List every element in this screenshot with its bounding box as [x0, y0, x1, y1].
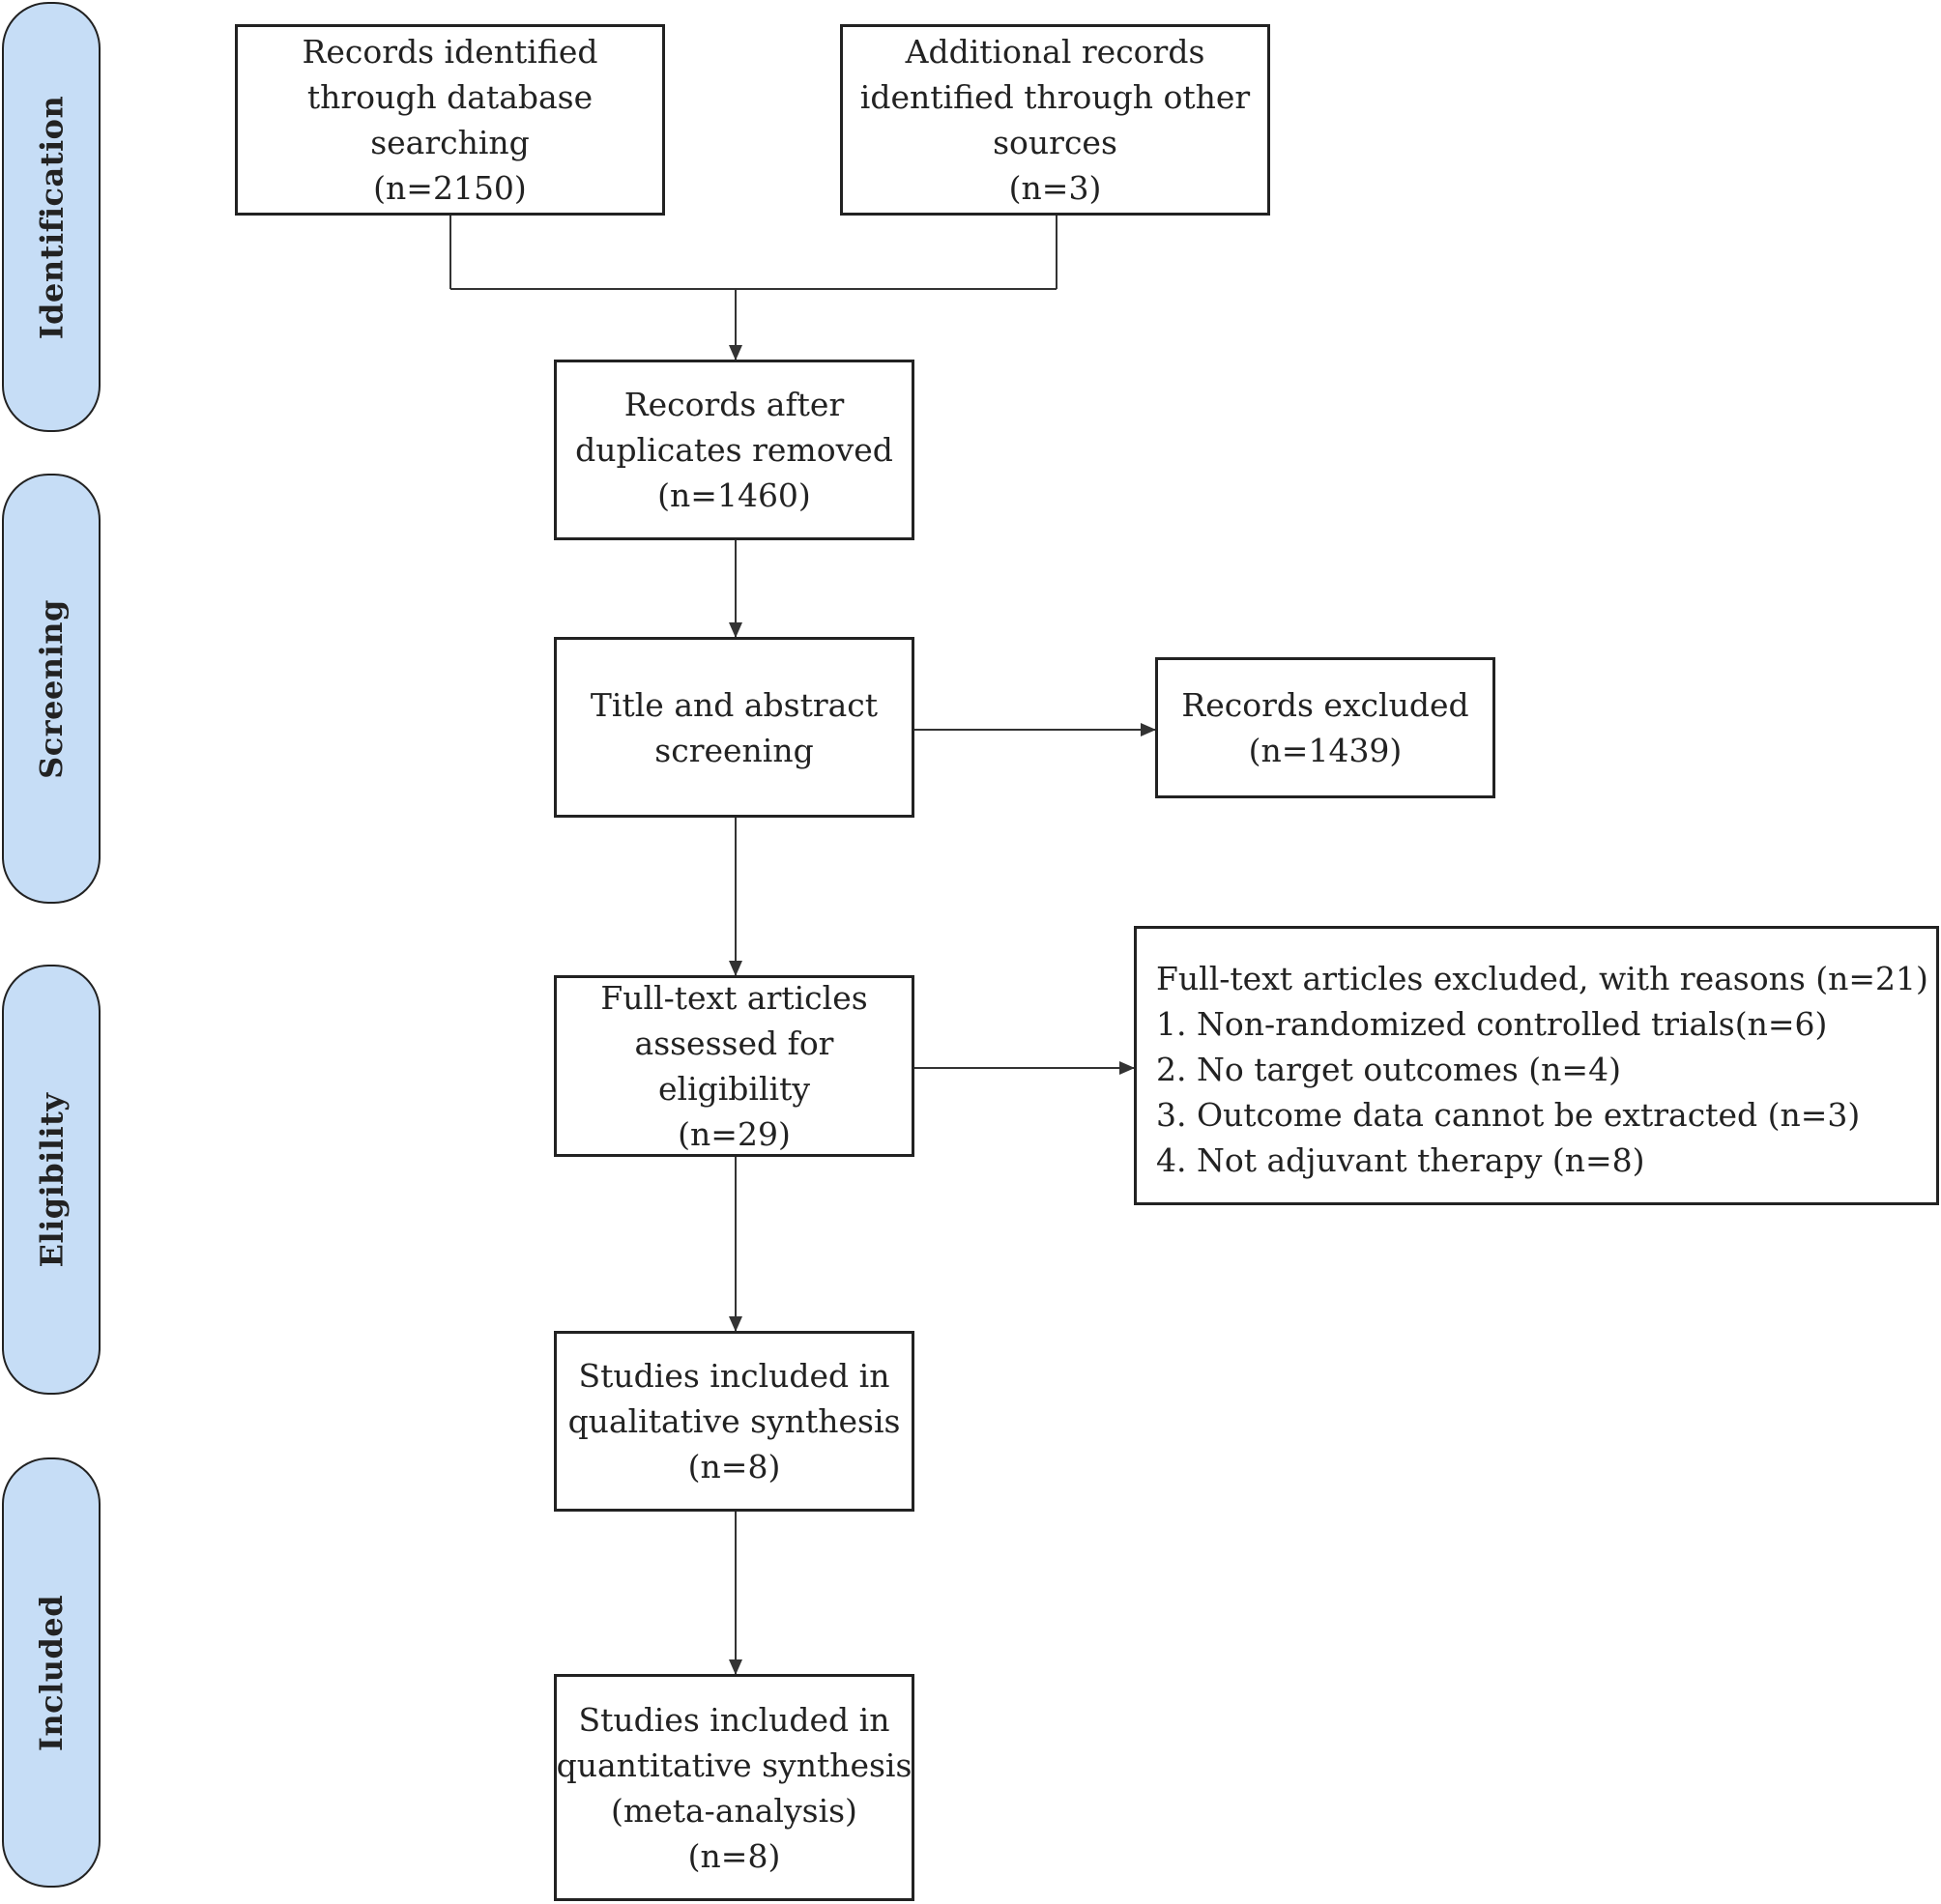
- database-records-line-1: Records identified: [302, 33, 598, 71]
- exclusion-reason-item: 2. No target outcomes (n=4): [1156, 1051, 1621, 1088]
- qualitative-box: Studies included in qualitative synthesi…: [554, 1331, 914, 1512]
- duplicates-removed-line-1: Records after: [623, 386, 845, 423]
- database-records-box: Records identified through database sear…: [235, 24, 665, 216]
- fulltext-excluded-heading: Full-text articles excluded, with reason…: [1156, 960, 1928, 997]
- phase-included: Included: [2, 1457, 101, 1888]
- other-sources-box: Additional records identified through ot…: [840, 24, 1270, 216]
- records-excluded-box: Records excluded (n=1439): [1155, 657, 1495, 798]
- exclusion-reason-item: 4. Not adjuvant therapy (n=8): [1156, 1141, 1645, 1179]
- other-sources-line-1: Additional records: [905, 33, 1205, 71]
- title-abstract-line-2: screening: [654, 731, 814, 769]
- quantitative-box: Studies included in quantitative synthes…: [554, 1674, 914, 1901]
- phase-screening: Screening: [2, 474, 101, 904]
- quantitative-line-2: quantitative synthesis: [556, 1745, 913, 1784]
- exclusion-reason-item: 1. Non-randomized controlled trials(n=6): [1156, 1005, 1828, 1043]
- phase-eligibility: Eligibility: [2, 965, 101, 1395]
- exclusion-reason-item: 3. Outcome data cannot be extracted (n=3…: [1156, 1096, 1861, 1134]
- other-sources-count: (n=3): [1008, 169, 1102, 207]
- database-records-line-2: through database: [306, 78, 594, 116]
- title-abstract-box: Title and abstract screening: [554, 637, 914, 818]
- phase-eligibility-label: Eligibility: [33, 1092, 71, 1267]
- records-excluded-line-1: Records excluded: [1181, 686, 1469, 724]
- full-text-box: Full-text articles assessed for eligibil…: [554, 975, 914, 1157]
- fulltext-excluded-box: Full-text articles excluded, with reason…: [1134, 926, 1939, 1205]
- full-text-line-3: eligibility: [657, 1070, 810, 1108]
- qualitative-line-1: Studies included in: [578, 1357, 890, 1395]
- title-abstract-line-1: Title and abstract: [590, 685, 879, 724]
- quantitative-line-1: Studies included in: [578, 1700, 890, 1739]
- other-sources-line-2: identified through other: [859, 78, 1251, 116]
- duplicates-removed-count: (n=1460): [657, 476, 811, 514]
- database-records-line-3: searching: [370, 124, 530, 161]
- database-records-count: (n=2150): [373, 169, 527, 207]
- other-sources-line-3: sources: [993, 124, 1117, 161]
- records-excluded-count: (n=1439): [1248, 732, 1403, 769]
- qualitative-line-2: qualitative synthesis: [567, 1402, 901, 1440]
- duplicates-removed-line-2: duplicates removed: [575, 431, 893, 469]
- phase-identification-label: Identification: [33, 95, 70, 339]
- qualitative-count: (n=8): [687, 1448, 781, 1486]
- phase-included-label: Included: [33, 1594, 70, 1751]
- quantitative-count: (n=8): [687, 1836, 781, 1875]
- full-text-line-2: assessed for: [634, 1024, 834, 1062]
- phase-screening-label: Screening: [33, 598, 71, 779]
- full-text-count: (n=29): [678, 1115, 791, 1153]
- duplicates-removed-box: Records after duplicates removed (n=1460…: [554, 360, 914, 540]
- full-text-line-1: Full-text articles: [600, 979, 868, 1017]
- phase-identification: Identification: [2, 2, 101, 432]
- quantitative-line-3: (meta-analysis): [611, 1791, 857, 1830]
